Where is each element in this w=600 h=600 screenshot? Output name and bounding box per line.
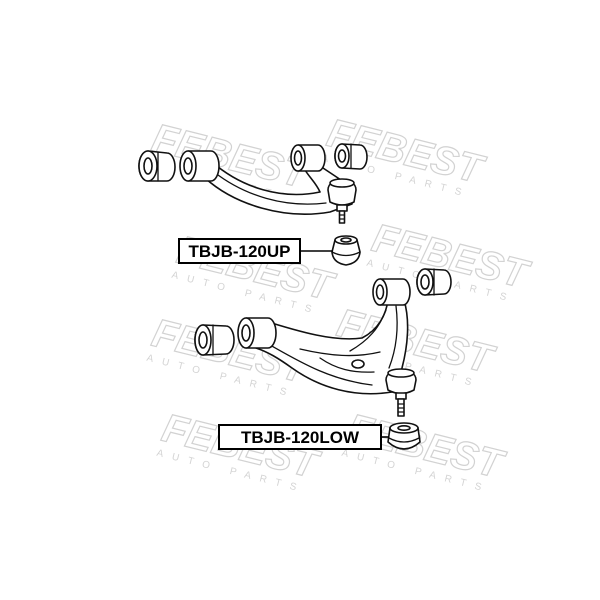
upper-boot-rim <box>331 251 361 257</box>
upper-boot <box>331 235 361 266</box>
lower-arm-rear-eye-bore <box>375 284 385 300</box>
lower-ball-joint-cap <box>387 368 415 378</box>
lower-arm-left-eye <box>237 317 277 349</box>
upper-arm-ridge <box>213 171 327 205</box>
upper-right-bushing <box>334 143 368 170</box>
upper-right-bushing-bore <box>337 149 347 163</box>
upper-ball-joint <box>327 178 357 224</box>
upper-ball-joint-cap <box>329 178 355 188</box>
lower-part-callout: TBJB-120LOW <box>218 424 389 450</box>
lower-ball-joint <box>385 368 417 417</box>
lower-arm-flange-line <box>269 344 373 386</box>
lower-arm-rib <box>388 305 398 369</box>
lower-left-bushing-bore <box>198 331 208 349</box>
lower-right-bushing <box>416 268 452 296</box>
lower-ball-joint-hex <box>395 392 407 400</box>
lower-part-number: TBJB-120LOW <box>241 428 360 447</box>
lower-control-arm-assembly <box>194 268 452 417</box>
upper-left-bushing-bore <box>143 157 153 175</box>
upper-part-number: TBJB-120UP <box>188 242 290 261</box>
upper-control-arm-assembly <box>138 143 368 224</box>
lower-arm-rib <box>299 348 381 357</box>
upper-arm-left-eye-bore <box>183 157 193 175</box>
lower-boot-body <box>387 427 421 450</box>
upper-left-bushing <box>138 150 176 182</box>
watermark: FEBEST AUTO PARTS <box>155 405 325 495</box>
lower-arm-body <box>255 299 409 395</box>
lower-arm-rear-eye-sleeve <box>379 278 411 306</box>
upper-part-label-box <box>178 238 301 264</box>
upper-arm-right-eye-bore <box>293 150 303 166</box>
lower-boot-hole <box>397 424 411 431</box>
lower-arm-left-eye-bore <box>241 324 251 342</box>
upper-part-callout: TBJB-120UP <box>178 238 333 264</box>
watermark: FEBEST AUTO PARTS <box>340 405 510 495</box>
upper-boot-body <box>331 239 361 266</box>
lower-arm-hole <box>351 359 365 369</box>
upper-arm-left-eye <box>179 150 220 182</box>
lower-arm-rib <box>349 309 387 352</box>
lower-left-bushing <box>194 324 235 356</box>
upper-ball-joint-hex <box>336 204 348 212</box>
lower-boot-rim <box>388 437 420 443</box>
lower-part-label-box <box>218 424 382 450</box>
lower-arm-rib <box>319 357 375 373</box>
upper-arm-right-eye <box>290 144 326 172</box>
upper-ball-joint-stud <box>338 210 346 224</box>
lower-arm-rear-eye <box>372 278 411 306</box>
upper-boot-hole <box>340 237 352 243</box>
lower-right-bushing-bore <box>420 274 430 290</box>
lower-boot <box>387 422 421 450</box>
